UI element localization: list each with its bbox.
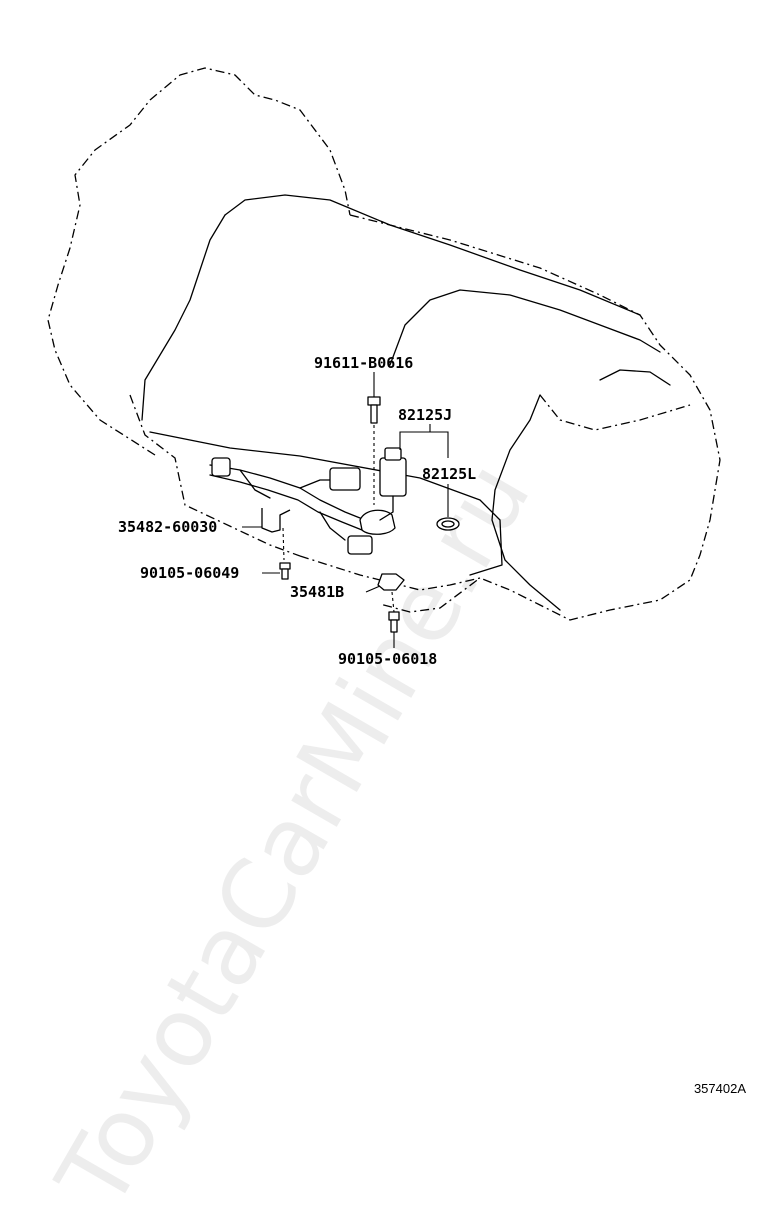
- transmission-diagram: 91611-B0616 82125J 82125L 35482-60030 90…: [47, 67, 721, 668]
- part-label-35481b: 35481B: [290, 583, 344, 601]
- part-label-90105-06018: 90105-06018: [338, 650, 437, 668]
- case-left-curve: [141, 214, 226, 421]
- part-label-91611-b0616: 91611-B0616: [314, 354, 413, 372]
- leader-82125j: [399, 424, 449, 458]
- oil-pan-line: [149, 431, 503, 576]
- transmission-case-bottom-outline: [299, 555, 481, 613]
- case-front-curve: [389, 289, 661, 366]
- part-label-35482-60030: 35482-60030: [118, 518, 217, 536]
- part-label-82125j: 82125J: [398, 406, 452, 424]
- transmission-case-top-outline: [349, 214, 721, 621]
- bolt-91611-b0616: [367, 396, 381, 505]
- leader-35481b: [365, 585, 381, 593]
- clamp-35482-60030: [261, 508, 291, 561]
- part-label-82125l: 82125L: [422, 465, 476, 483]
- extension-ring: [599, 369, 671, 386]
- extension-housing-outline: [539, 394, 691, 431]
- part-label-90105-06049: 90105-06049: [140, 564, 239, 582]
- wire-harness: [209, 457, 396, 555]
- bolt-90105-06049: [279, 562, 291, 580]
- figure-id: 357402A: [693, 1081, 746, 1096]
- bolt-90105-06018: [388, 611, 400, 633]
- extension-curve: [491, 394, 561, 611]
- case-ridge-line: [224, 194, 641, 316]
- clamp-35481b: [377, 573, 405, 613]
- connector-82125j: [379, 447, 407, 521]
- bell-housing-outline: [47, 67, 351, 557]
- o-ring-inner: [441, 520, 455, 528]
